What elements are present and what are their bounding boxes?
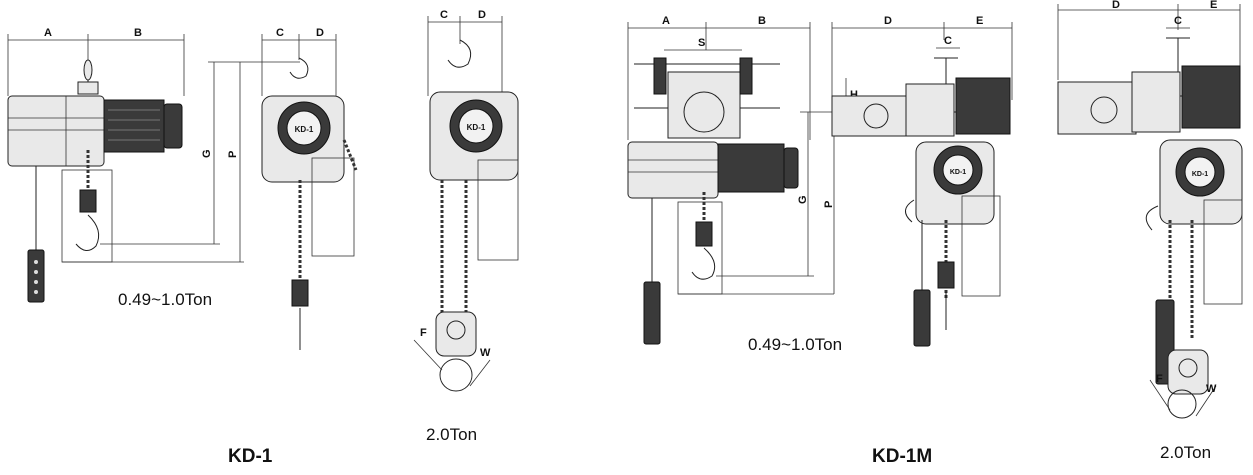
m-front-pendant <box>913 289 931 347</box>
model-label-kd1m: KD-1M <box>872 446 932 467</box>
front-chain-bag <box>311 157 355 257</box>
hoist-body <box>7 95 105 167</box>
dim-label-c-m2: C <box>1174 15 1182 27</box>
lower-block <box>79 189 97 213</box>
dim-label-d-m: D <box>884 15 892 27</box>
pendant-switch <box>27 249 45 303</box>
m-pendant-switch <box>643 281 661 345</box>
dim-label-p-m: P <box>823 201 835 208</box>
hoist-plate-label-4: KD-1 <box>1192 171 1208 178</box>
kd1m-capacity-small: 0.49~1.0Ton <box>748 335 842 354</box>
dim-label-g: G <box>201 149 213 158</box>
kd1-capacity-large: 2.0Ton <box>426 425 477 444</box>
m-large-sheave <box>1167 349 1209 395</box>
dim-label-w-m: W <box>1206 383 1217 395</box>
model-label-kd1: KD-1 <box>228 446 273 467</box>
hoist-plate-label-3: KD-1 <box>950 169 966 176</box>
kd1-front-view-large: C D KD-1 F W 2.0Ton <box>413 9 519 444</box>
front-top-hook <box>289 57 309 79</box>
dim-label-p: P <box>227 151 239 158</box>
m-large-lower-hook <box>1167 389 1197 419</box>
kd1m-capacity-large: 2.0Ton <box>1160 443 1211 462</box>
dim-label-c: C <box>276 27 284 39</box>
kd1m-front-view-large: D E C KD-1 F W 2.0Ton <box>1057 0 1243 462</box>
dim-label-a-m: A <box>662 15 670 27</box>
motor-housing <box>103 99 165 153</box>
trolley-frame <box>667 71 741 139</box>
dim-label-s: S <box>698 37 705 49</box>
dim-label-c-m: C <box>944 35 952 47</box>
m-trolley-motor <box>831 95 911 137</box>
m-hoist-body <box>627 141 719 199</box>
hoist-plate-label: KD-1 <box>295 125 314 134</box>
chain-bag <box>61 169 113 263</box>
large-top-hook <box>447 39 472 68</box>
kd1-front-view-small: C D KD-1 <box>261 27 358 350</box>
m-motor-housing <box>717 143 785 193</box>
kd1-side-view: A B G P 0 <box>7 27 300 309</box>
dim-label-c-2: C <box>440 9 448 21</box>
large-sheave-block <box>435 311 477 357</box>
kd1-capacity-small: 0.49~1.0Ton <box>118 290 212 309</box>
dim-label-d: D <box>316 27 324 39</box>
dim-label-e-2: E <box>1210 0 1217 11</box>
dim-label-e: E <box>976 15 983 27</box>
kd1m-side-view: A B S G P 0.49~1.0Ton <box>627 15 860 354</box>
dim-label-f: F <box>420 327 427 339</box>
dim-label-a: A <box>44 27 52 39</box>
m-lower-hook <box>691 247 716 280</box>
dim-label-b-m: B <box>758 15 766 27</box>
dim-label-d-m2: D <box>1112 0 1120 11</box>
dim-label-d-2: D <box>478 9 486 21</box>
dim-label-f-m: F <box>1156 373 1163 385</box>
dim-label-g-m: G <box>797 195 809 204</box>
lower-hook <box>75 214 100 251</box>
top-hook <box>83 59 93 81</box>
dim-label-b: B <box>134 27 142 39</box>
front-lower-block <box>291 279 309 307</box>
dim-label-w: W <box>480 347 491 359</box>
kd1m-front-view-small: D E C H KD-1 <box>831 15 1013 347</box>
large-lower-hook <box>439 358 473 392</box>
hoist-plate-label-2: KD-1 <box>467 123 486 132</box>
m-trolley-gear <box>955 77 1011 135</box>
dim-label-h: H <box>850 89 858 101</box>
